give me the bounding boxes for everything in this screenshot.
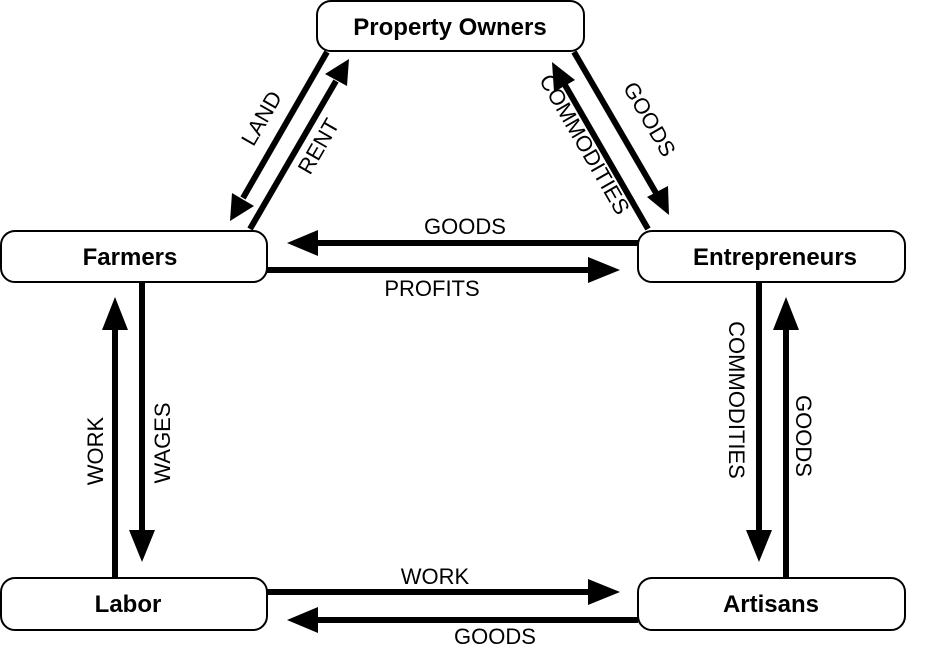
- edge-label-work-to-farmers: WORK: [83, 416, 108, 485]
- arrow-goods-to-labor: [287, 607, 638, 633]
- arrow-land: [230, 50, 330, 221]
- node-artisans[interactable]: Artisans: [637, 577, 906, 631]
- arrow-commodities-to-owners: [552, 62, 651, 231]
- edge-label-commodities-to-artisans: COMMODITIES: [724, 321, 749, 479]
- node-label-labor: Labor: [95, 591, 162, 618]
- arrow-rent: [247, 59, 349, 231]
- node-label-property-owners: Property Owners: [353, 14, 546, 41]
- node-label-artisans: Artisans: [723, 591, 819, 618]
- arrow-wages: [129, 283, 155, 562]
- edge-label-profits: PROFITS: [384, 276, 479, 301]
- node-property-owners[interactable]: Property Owners: [316, 0, 585, 52]
- edge-label-work-to-artisans: WORK: [401, 564, 470, 589]
- arrow-commodities-to-artisans: [746, 283, 772, 562]
- edge-label-goods-to-labor: GOODS: [454, 624, 536, 649]
- node-label-farmers: Farmers: [83, 244, 178, 271]
- node-farmers[interactable]: Farmers: [0, 230, 268, 283]
- node-entrepreneurs[interactable]: Entrepreneurs: [637, 230, 906, 283]
- arrow-work-to-artisans: [267, 579, 620, 605]
- arrow-goods-to-farmers: [287, 230, 638, 256]
- edge-label-goods-to-farmers: GOODS: [424, 214, 506, 239]
- node-label-entrepreneurs: Entrepreneurs: [693, 244, 857, 271]
- arrow-goods-to-entrepreneurs: [571, 50, 669, 215]
- node-labor[interactable]: Labor: [0, 577, 268, 631]
- edge-label-goods-from-artisans: GOODS: [791, 395, 816, 477]
- arrow-profits: [267, 257, 620, 283]
- edge-label-wages: WAGES: [150, 402, 175, 483]
- arrow-goods-from-artisans: [773, 297, 799, 577]
- arrow-work-to-farmers: [102, 297, 128, 577]
